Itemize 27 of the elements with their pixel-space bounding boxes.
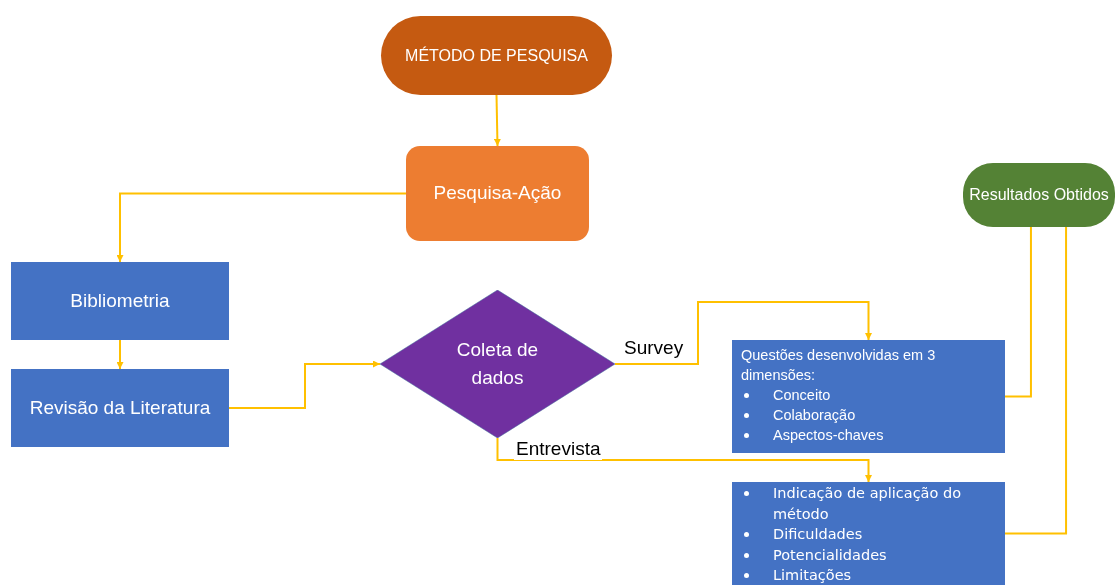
node-text: Revisão da Literatura	[29, 395, 211, 420]
process-box	[11, 369, 229, 447]
list-item: Indicação de aplicação do método	[773, 484, 963, 524]
list-item: Potencialidades	[773, 545, 887, 565]
decision-diamond	[380, 290, 615, 438]
process-box	[406, 146, 589, 241]
node-text: Questões desenvolvidas em 3 dimensões:	[741, 346, 937, 385]
process-box	[732, 340, 1005, 453]
list-item: Limitações	[773, 566, 852, 585]
connector-arrow	[116, 339, 124, 370]
process-box	[11, 262, 229, 340]
connector-arrow	[116, 192, 407, 263]
node-text: Resultados Obtidos	[969, 185, 1109, 205]
list-item: Dificuldades	[773, 525, 863, 544]
node-text: Bibliometria	[70, 288, 170, 313]
list-item: Colaboração	[773, 406, 856, 425]
connector-arrow	[496, 437, 872, 483]
node-text: Coleta de dados	[455, 337, 540, 390]
node-text: Pesquisa-Ação	[433, 181, 562, 206]
process-box	[732, 482, 1005, 585]
node-text: MÉTODO DE PESQUISA	[405, 45, 588, 66]
connector-arrow	[493, 94, 501, 147]
list-item: Conceito	[773, 386, 831, 405]
terminal-box	[963, 163, 1115, 227]
connector-arrow	[228, 360, 381, 409]
list-item: Aspectos-chaves	[773, 426, 884, 445]
connector-arrow	[614, 301, 872, 365]
